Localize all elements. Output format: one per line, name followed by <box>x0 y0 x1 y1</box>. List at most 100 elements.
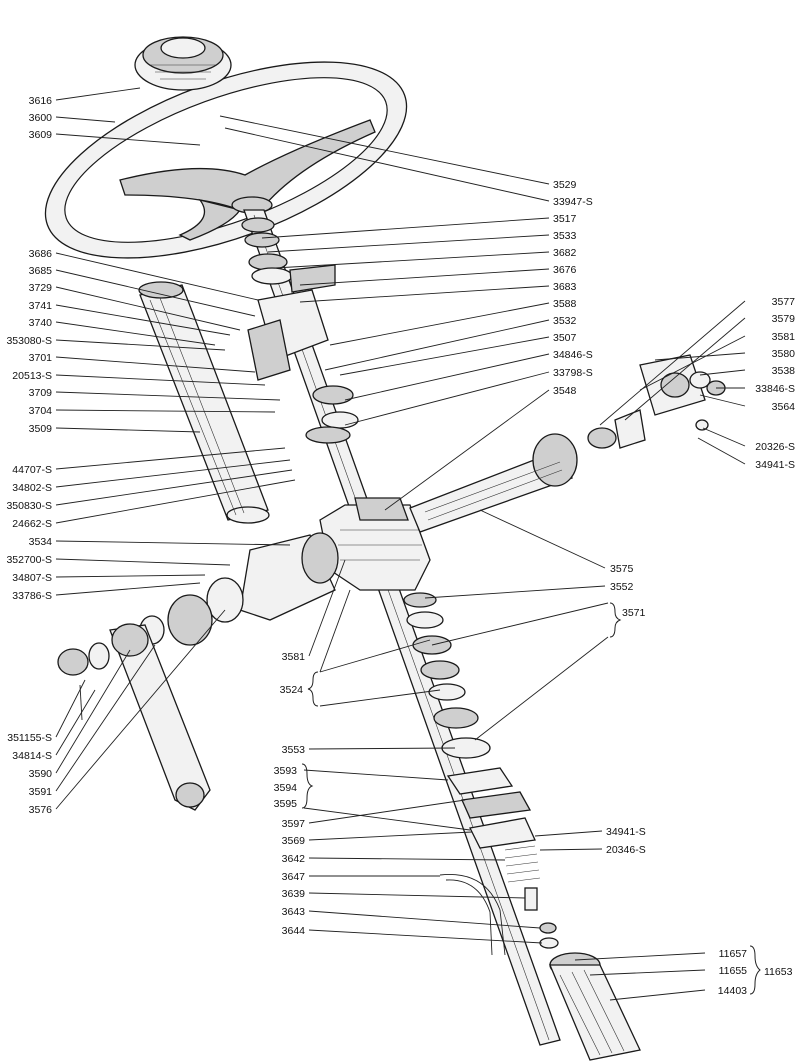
label-3509: 3509 <box>29 423 53 435</box>
upper-bearing-stack <box>241 217 293 285</box>
label-3507-leader <box>339 336 550 376</box>
label-34846-s: 34846-S <box>553 349 593 361</box>
leader-3524-c <box>319 589 351 673</box>
label-34814-s: 34814-S <box>12 750 52 762</box>
label-3579-leader <box>624 317 746 421</box>
label-3575-m0-leader <box>479 509 606 569</box>
label-3552-m1-leader <box>424 585 606 599</box>
label-3741: 3741 <box>29 300 53 312</box>
label-20513-s: 20513-S <box>12 370 52 382</box>
label-3548-leader <box>384 389 550 511</box>
brace-11653 <box>749 945 761 995</box>
label-3643-m14: 3643 <box>282 906 306 918</box>
horn-cable <box>549 952 641 1061</box>
label-34941-s-leader <box>697 437 746 465</box>
label-3588: 3588 <box>553 298 577 310</box>
label-3642-m11: 3642 <box>282 853 306 865</box>
label-3683-leader <box>299 285 550 303</box>
label-3524-m4: 3524 <box>280 684 304 696</box>
leader-3593 <box>303 769 449 781</box>
label-350830-s-leader <box>55 469 293 506</box>
label-3597-m9-leader <box>308 799 466 824</box>
label-3548: 3548 <box>553 385 577 397</box>
label-3740-leader <box>55 321 216 346</box>
label-34802-s-leader <box>55 459 291 488</box>
label-3569-m10: 3569 <box>282 835 306 847</box>
label-350830-s: 350830-S <box>6 500 52 512</box>
label-3704: 3704 <box>29 405 53 417</box>
label-3647-m12: 3647 <box>282 871 306 883</box>
wire-clip <box>439 874 506 956</box>
label-3591-leader <box>55 644 156 792</box>
label-3577: 3577 <box>772 296 796 308</box>
label-11653-m21: 11653 <box>764 966 793 978</box>
label-3594-m7: 3594 <box>274 782 298 794</box>
label-3564-leader <box>699 394 746 407</box>
label-3509-leader <box>55 427 201 433</box>
label-3704-leader <box>55 409 276 413</box>
label-3683: 3683 <box>553 281 577 293</box>
label-3709-leader <box>55 391 281 401</box>
label-3576: 3576 <box>29 804 53 816</box>
label-3609: 3609 <box>29 129 53 141</box>
label-14403-m20-leader <box>609 989 706 1001</box>
label-3609-leader <box>55 133 201 146</box>
column-bracket <box>247 264 336 381</box>
label-3643-m14-leader <box>308 910 541 929</box>
label-3682-leader <box>274 251 550 269</box>
label-11655-m19: 11655 <box>719 965 748 977</box>
label-3533: 3533 <box>553 230 577 242</box>
label-3686: 3686 <box>29 248 53 260</box>
label-34941-s: 34941-S <box>755 459 795 471</box>
label-3709: 3709 <box>29 387 53 399</box>
label-3576-leader <box>55 609 226 810</box>
spring <box>504 845 559 949</box>
label-20346-s-m17-leader <box>539 848 603 851</box>
labels-left: 36163600360936863685372937413740353080-S… <box>6 87 296 816</box>
label-3529: 3529 <box>553 179 577 191</box>
label-3581-m3: 3581 <box>282 651 306 663</box>
label-20326-s-leader <box>702 427 746 447</box>
label-20346-s-m17: 20346-S <box>606 844 646 856</box>
label-3616: 3616 <box>29 95 53 107</box>
label-3552-m1: 3552 <box>610 581 634 593</box>
sector-housing <box>139 532 339 646</box>
label-3644-m15: 3644 <box>282 925 306 937</box>
leader-3571-b <box>474 636 609 741</box>
middle-bearing <box>305 385 359 444</box>
label-34807-s: 34807-S <box>12 572 52 584</box>
label-3639-m13: 3639 <box>282 888 306 900</box>
label-3642-m11-leader <box>308 857 506 861</box>
label-33947-s-leader <box>224 127 550 202</box>
label-3532-leader <box>324 319 550 371</box>
labels-far-right: 3577357935813580353833846-S356420326-S34… <box>599 296 796 471</box>
label-3577-leader <box>599 300 746 426</box>
label-3581-m3-leader <box>308 559 346 657</box>
label-3591: 3591 <box>29 786 53 798</box>
label-3538: 3538 <box>772 365 796 377</box>
label-3533-leader <box>267 234 550 253</box>
label-3534-leader <box>55 540 291 546</box>
label-14403-m20: 14403 <box>718 985 747 997</box>
label-3741-leader <box>55 304 231 336</box>
label-3507: 3507 <box>553 332 577 344</box>
label-3644-m15-leader <box>308 929 543 944</box>
label-44707-s: 44707-S <box>12 464 52 476</box>
leader-3524-b <box>319 689 441 707</box>
label-3616-leader <box>55 87 141 101</box>
label-11655-m19-leader <box>589 969 706 976</box>
label-352700-s: 352700-S <box>6 554 52 566</box>
label-44707-s-leader <box>55 447 286 470</box>
steering-column-tube <box>138 281 270 524</box>
label-34807-s-leader <box>55 574 206 578</box>
worm-gear-stack <box>403 592 491 759</box>
label-3590-leader <box>55 649 131 774</box>
label-352700-s-leader <box>55 558 231 566</box>
label-20513-s-leader <box>55 374 266 386</box>
label-11657-m18-leader <box>574 952 706 961</box>
label-3729-leader <box>55 286 241 331</box>
leader-3524-a <box>319 639 431 673</box>
label-34941-s-m16-leader <box>534 830 603 837</box>
label-3588-leader <box>329 302 550 346</box>
